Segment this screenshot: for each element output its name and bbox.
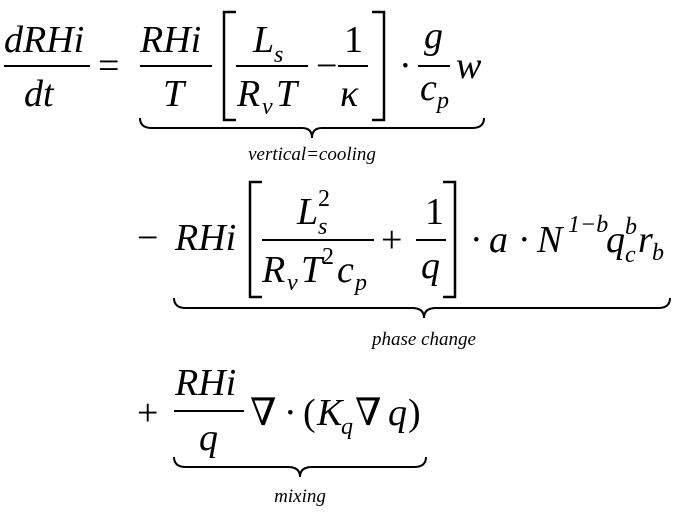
term1-right-bracket xyxy=(372,10,386,122)
term2-r-sub: b xyxy=(652,240,664,266)
term1-dot: · xyxy=(399,45,412,87)
term2-r: r xyxy=(638,219,653,261)
term1-frac2-den: κ xyxy=(340,73,359,115)
term3-label: mixing xyxy=(274,486,326,507)
term1-coef-numerator: RHi xyxy=(139,19,201,61)
term1-frac3-den-sub: p xyxy=(435,88,449,114)
term2-dot2: · xyxy=(518,219,531,261)
term2-dot1: · xyxy=(470,219,483,261)
term3-frac-den: q xyxy=(199,417,218,459)
term1-frac1-num-sub: s xyxy=(274,42,283,68)
term2-right-bracket xyxy=(443,180,457,299)
term1-label: vertical=cooling xyxy=(248,144,376,165)
lhs-numerator: dRHi xyxy=(4,19,84,61)
term3-K-sub: q xyxy=(341,414,353,440)
term2-frac1-den-T: T xyxy=(301,249,325,291)
term2-frac1-den-c: c xyxy=(337,249,354,291)
term1-frac1-den-R: R xyxy=(236,73,260,115)
term1-w: w xyxy=(456,45,482,87)
term-vertical-cooling: RHi T L s R v T − 1 κ · g c p w vertical… xyxy=(139,10,485,165)
term1-frac2-num: 1 xyxy=(344,19,363,61)
term2-frac1-num-L: L xyxy=(296,191,318,233)
term2-frac1-den-c-sub: p xyxy=(353,270,367,296)
lhs-fraction: dRHi dt xyxy=(4,19,90,115)
term2-q-sup: b xyxy=(625,214,637,240)
term2-coef: RHi xyxy=(174,217,236,259)
term3-sign: + xyxy=(137,392,158,434)
term2-frac1-num-sup: 2 xyxy=(318,186,330,212)
equals-sign: = xyxy=(98,45,119,87)
term1-minus: − xyxy=(316,45,337,87)
lhs-denominator: dt xyxy=(24,73,55,115)
term2-frac1-den-R: R xyxy=(261,249,285,291)
term3-nabla1: ∇ xyxy=(250,392,277,434)
term3-lparen: ( xyxy=(303,392,316,434)
term-mixing: + RHi q ∇ · ( K q ∇ q ) mixing xyxy=(137,362,427,507)
term2-sign: − xyxy=(137,217,158,259)
term1-coef-denominator: T xyxy=(163,73,187,115)
term3-frac-num: RHi xyxy=(174,362,236,404)
term3-q: q xyxy=(388,392,407,434)
term2-a: a xyxy=(489,219,508,261)
term2-plus: + xyxy=(381,219,402,261)
term2-N: N xyxy=(536,219,565,261)
term2-left-bracket xyxy=(248,180,262,299)
term1-frac1-den-T: T xyxy=(276,73,300,115)
term2-frac1-den-T-sup: 2 xyxy=(322,244,334,270)
term3-nabla2: ∇ xyxy=(355,392,382,434)
term1-frac3-den-c: c xyxy=(420,67,437,109)
term3-underbrace xyxy=(173,456,427,478)
term3-K: K xyxy=(316,392,344,434)
term3-rparen: ) xyxy=(408,392,421,434)
term1-frac1-den-R-sub: v xyxy=(262,94,273,120)
term2-N-sup: 1−b xyxy=(568,212,608,238)
term2-frac1-num-sub: s xyxy=(318,214,327,240)
term2-q-sub: c xyxy=(625,242,636,268)
term2-frac2-num: 1 xyxy=(425,191,444,233)
term3-dot: · xyxy=(284,392,297,434)
term2-label: phase change xyxy=(370,329,476,350)
term1-left-bracket xyxy=(222,10,236,122)
term1-underbrace xyxy=(139,117,485,139)
term2-frac1-den-R-sub: v xyxy=(287,270,298,296)
term2-frac2-den: q xyxy=(421,245,440,287)
term1-frac3-num: g xyxy=(424,15,443,57)
term-phase-change: − RHi L 2 s R v T 2 c p + 1 q · a · N 1−… xyxy=(137,180,671,350)
term2-underbrace xyxy=(173,297,671,319)
term1-frac1-num-L: L xyxy=(252,19,274,61)
term2-q: q xyxy=(606,219,625,261)
